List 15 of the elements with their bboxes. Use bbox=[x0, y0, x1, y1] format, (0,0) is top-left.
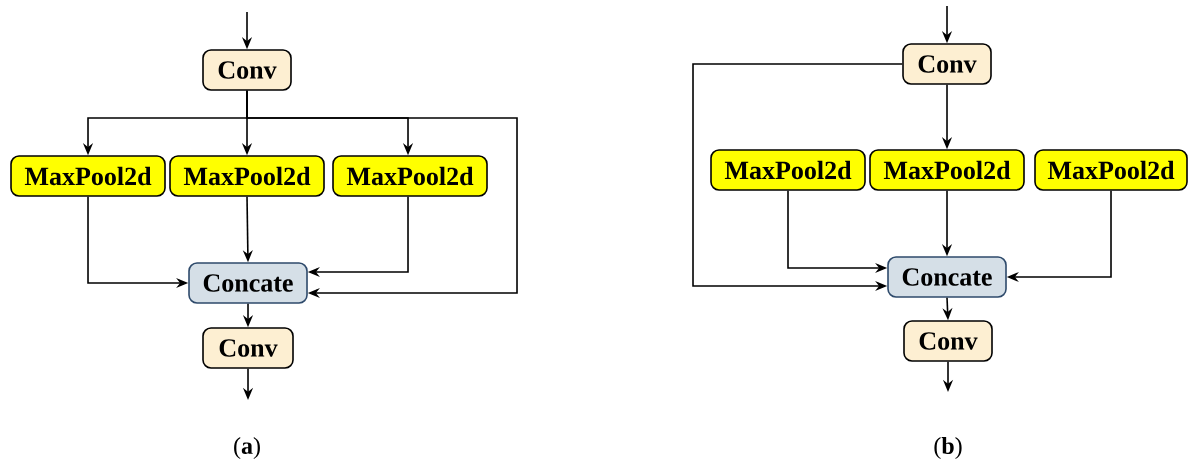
caption: (b) bbox=[934, 437, 962, 459]
maxpool-box: MaxPool2d bbox=[332, 155, 488, 197]
conv-box: Conv bbox=[202, 327, 294, 369]
maxpool-box: MaxPool2d bbox=[169, 155, 325, 197]
arrow bbox=[246, 90, 518, 299]
maxpool-box: MaxPool2d bbox=[1034, 149, 1188, 191]
maxpool-box: MaxPool2d bbox=[869, 149, 1025, 191]
concat-box: Concate bbox=[887, 256, 1007, 298]
maxpool-box: MaxPool2d bbox=[10, 155, 166, 197]
conv-box: Conv bbox=[902, 43, 992, 85]
conv-box: Conv bbox=[903, 320, 993, 362]
concat-box: Concate bbox=[188, 262, 308, 304]
maxpool-box: MaxPool2d bbox=[710, 149, 866, 191]
conv-box: Conv bbox=[202, 49, 292, 91]
caption: (a) bbox=[234, 437, 260, 459]
